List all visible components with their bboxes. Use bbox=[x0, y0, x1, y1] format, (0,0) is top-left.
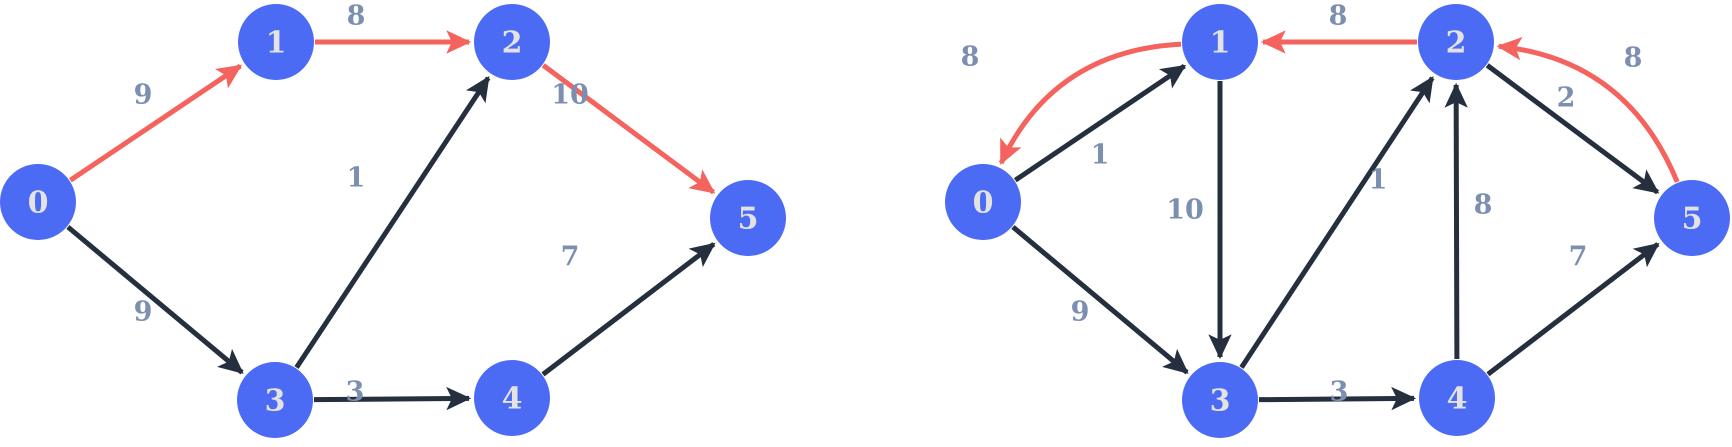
node-circle[interactable] bbox=[1182, 4, 1258, 80]
node-left-graph-4[interactable]: 4 bbox=[474, 360, 550, 436]
node-label: 0 bbox=[973, 186, 994, 221]
edge-left-graph-0-to-3 bbox=[66, 225, 244, 375]
node-circle[interactable] bbox=[945, 164, 1021, 240]
node-left-graph-0[interactable]: 0 bbox=[0, 164, 76, 240]
edge-left-graph-2-to-5 bbox=[541, 63, 716, 195]
node-label: 5 bbox=[738, 202, 759, 237]
edge-weight-right-graph-0-1: 1 bbox=[1091, 140, 1110, 171]
node-right-graph-5[interactable]: 5 bbox=[1654, 180, 1730, 256]
node-circle[interactable] bbox=[474, 360, 550, 436]
edge-right-graph-0-to-1 bbox=[1013, 63, 1187, 183]
node-left-graph-3[interactable]: 3 bbox=[237, 362, 313, 438]
edge-right-graph-3-to-2 bbox=[1239, 76, 1435, 369]
edge-right-graph-2-to-5 bbox=[1485, 63, 1660, 195]
edge-right-graph-5-to-2 bbox=[1496, 36, 1680, 183]
edge-weight-right-graph-4-2: 8 bbox=[1474, 190, 1493, 221]
edge-weight-right-graph-2-1: 8 bbox=[1329, 1, 1348, 32]
node-label: 0 bbox=[28, 186, 49, 221]
edge-left-graph-0-to-1 bbox=[68, 63, 243, 183]
node-label: 3 bbox=[265, 384, 286, 419]
node-label: 3 bbox=[1210, 384, 1231, 419]
node-left-graph-1[interactable]: 1 bbox=[238, 4, 314, 80]
edge-weight-left-graph-4-5: 7 bbox=[561, 242, 580, 273]
edge-weight-right-graph-3-2: 1 bbox=[1369, 165, 1388, 196]
node-circle[interactable] bbox=[237, 362, 313, 438]
node-label: 2 bbox=[502, 26, 523, 61]
node-label: 1 bbox=[1210, 26, 1231, 61]
node-right-graph-0[interactable]: 0 bbox=[945, 164, 1021, 240]
edge-right-graph-4-to-2 bbox=[1444, 82, 1468, 360]
node-right-graph-1[interactable]: 1 bbox=[1182, 4, 1258, 80]
edge-weight-right-graph-0-3: 9 bbox=[1071, 297, 1090, 328]
node-right-graph-4[interactable]: 4 bbox=[1419, 360, 1495, 436]
node-right-graph-2[interactable]: 2 bbox=[1418, 4, 1494, 80]
node-circle[interactable] bbox=[238, 4, 314, 80]
edge-left-graph-3-to-4 bbox=[313, 386, 472, 411]
edge-weight-left-graph-3-4: 3 bbox=[346, 377, 365, 408]
nodes-layer: 0 1 2 3 4 5 0 1 2 3 4 5 bbox=[0, 4, 1730, 438]
edge-weight-left-graph-3-2: 1 bbox=[347, 163, 366, 194]
node-circle[interactable] bbox=[1419, 360, 1495, 436]
node-left-graph-5[interactable]: 5 bbox=[710, 180, 786, 256]
node-circle[interactable] bbox=[710, 180, 786, 256]
edge-weight-right-graph-1-0: 8 bbox=[961, 42, 980, 73]
node-label: 4 bbox=[502, 382, 523, 417]
edge-left-graph-3-to-2 bbox=[294, 76, 491, 369]
edge-right-graph-1-to-0 bbox=[998, 41, 1182, 165]
edge-weight-right-graph-1-3: 10 bbox=[1166, 195, 1204, 226]
node-circle[interactable] bbox=[1182, 362, 1258, 438]
edge-weight-left-graph-2-5: 10 bbox=[551, 80, 589, 111]
node-left-graph-2[interactable]: 2 bbox=[474, 4, 550, 80]
node-circle[interactable] bbox=[0, 164, 76, 240]
node-right-graph-3[interactable]: 3 bbox=[1182, 362, 1258, 438]
edge-right-graph-3-to-4 bbox=[1258, 386, 1417, 411]
edge-left-graph-4-to-5 bbox=[541, 242, 716, 377]
node-circle[interactable] bbox=[474, 4, 550, 80]
edge-weight-right-graph-2-5: 2 bbox=[1557, 83, 1576, 114]
node-label: 1 bbox=[266, 26, 287, 61]
edge-weight-right-graph-4-5: 7 bbox=[1569, 242, 1588, 273]
edge-weight-left-graph-1-2: 8 bbox=[347, 1, 366, 32]
edge-weight-left-graph-0-1: 9 bbox=[134, 80, 153, 111]
edge-weight-left-graph-0-3: 9 bbox=[134, 297, 153, 328]
node-label: 4 bbox=[1447, 382, 1468, 417]
node-circle[interactable] bbox=[1418, 4, 1494, 80]
node-label: 5 bbox=[1682, 202, 1703, 237]
edge-right-graph-4-to-5 bbox=[1486, 242, 1660, 377]
edge-right-graph-0-to-3 bbox=[1011, 225, 1189, 375]
node-circle[interactable] bbox=[1654, 180, 1730, 256]
edge-weight-right-graph-3-4: 3 bbox=[1330, 377, 1349, 408]
edge-weight-right-graph-5-2: 8 bbox=[1624, 43, 1643, 74]
edges-layer bbox=[66, 30, 1680, 411]
node-label: 2 bbox=[1446, 26, 1467, 61]
